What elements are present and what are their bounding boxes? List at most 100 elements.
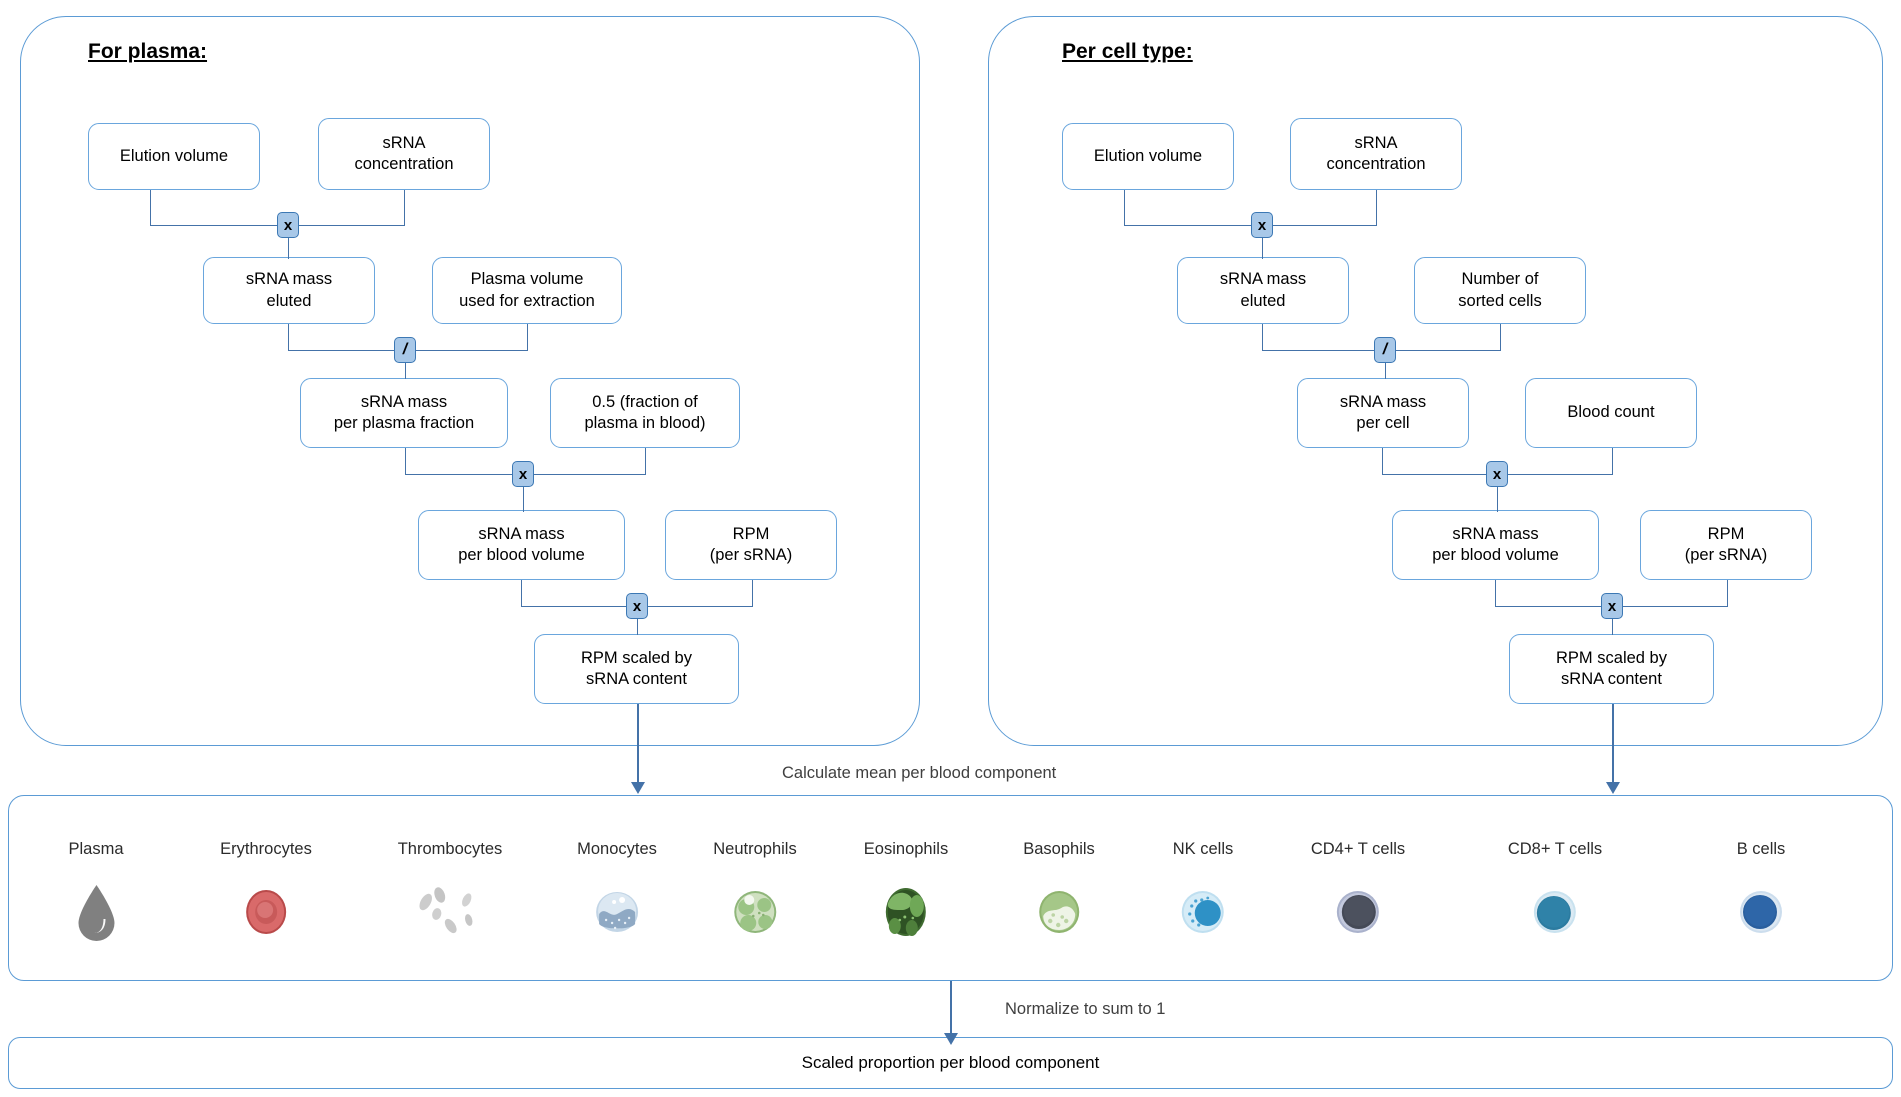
node-celltype-blood-count: Blood count (1525, 378, 1697, 448)
operator-label: x (1492, 465, 1502, 483)
connector (1499, 474, 1613, 476)
connector (523, 486, 525, 512)
component-eosinophils: Eosinophils (864, 840, 948, 943)
connector (1262, 237, 1264, 259)
operator-multiply-6: x (1601, 593, 1623, 619)
connector (1376, 190, 1378, 226)
connector (279, 225, 405, 227)
connector (645, 448, 647, 475)
node-label: sRNA concentration (354, 133, 454, 173)
connector (1495, 606, 1604, 608)
arrow-plasma-to-components (631, 704, 645, 794)
node-label: Elution volume (1093, 146, 1203, 165)
connector (1385, 362, 1387, 379)
node-label: RPM scaled by sRNA content (581, 648, 692, 688)
component-label: B cells (1736, 840, 1786, 858)
operator-divide-2: / (1374, 337, 1396, 363)
operator-label: x (632, 597, 642, 615)
node-celltype-srna-mass-per-cell: sRNA mass per cell (1297, 378, 1469, 448)
node-label: Blood count (1567, 403, 1655, 422)
connector (1612, 448, 1614, 475)
connector (405, 362, 407, 379)
connector (1124, 225, 1266, 227)
component-nk-cells: NK cells (1172, 840, 1234, 943)
node-label: Elution volume (119, 146, 229, 165)
operator-multiply-1: x (277, 212, 299, 238)
node-label: sRNA mass eluted (245, 270, 333, 310)
node-celltype-srna-mass-per-blood-volume: sRNA mass per blood volume (1392, 510, 1599, 580)
component-label: Erythrocytes (220, 840, 312, 858)
connector (637, 618, 639, 635)
node-celltype-rpm: RPM (per sRNA) (1640, 510, 1812, 580)
b-cell-icon (1735, 881, 1787, 943)
node-celltype-srna-concentration: sRNA concentration (1290, 118, 1462, 190)
plasma-panel-title: For plasma: (88, 40, 208, 63)
node-celltype-rpm-scaled: RPM scaled by sRNA content (1509, 634, 1714, 704)
operator-multiply-3: x (626, 593, 648, 619)
edge-label-normalize: Normalize to sum to 1 (1005, 1000, 1166, 1018)
operator-multiply-5: x (1486, 461, 1508, 487)
final-output-label: Scaled proportion per blood component (801, 1053, 1100, 1072)
connector (521, 580, 523, 607)
connector (405, 448, 407, 475)
nk-cell-icon (1173, 881, 1234, 943)
connector (1387, 350, 1501, 352)
operator-label: / (1382, 341, 1388, 358)
connector (1612, 618, 1614, 635)
node-label: RPM (per sRNA) (1684, 524, 1768, 564)
component-label: Monocytes (577, 840, 657, 858)
connector (1382, 474, 1489, 476)
connector (1124, 190, 1126, 226)
operator-multiply-2: x (512, 461, 534, 487)
component-label: NK cells (1172, 840, 1234, 858)
component-cd4-t-cells: CD4+ T cells (1311, 840, 1405, 943)
component-basophils: Basophils (1023, 840, 1095, 943)
component-label: Thrombocytes (397, 840, 503, 858)
connector (150, 190, 152, 226)
connector (525, 474, 646, 476)
component-monocytes: Monocytes (577, 840, 657, 943)
operator-label: x (283, 216, 293, 234)
connector (752, 580, 754, 607)
connector (288, 324, 290, 351)
node-celltype-number-of-sorted-cells: Number of sorted cells (1414, 257, 1586, 324)
node-label: sRNA mass per plasma fraction (333, 392, 475, 432)
eosinophil-icon (864, 881, 948, 943)
connector (404, 190, 406, 226)
node-plasma-srna-mass-per-blood-volume: sRNA mass per blood volume (418, 510, 625, 580)
operator-multiply-4: x (1251, 212, 1273, 238)
connector (150, 225, 290, 227)
arrow-celltype-to-components (1606, 704, 1620, 794)
node-label: sRNA mass per blood volume (458, 524, 585, 564)
node-plasma-rpm: RPM (per sRNA) (665, 510, 837, 580)
node-label: Plasma volume used for extraction (459, 270, 595, 310)
plasma-droplet-icon (68, 881, 123, 943)
monocyte-icon (577, 881, 657, 943)
node-label: sRNA mass per cell (1339, 392, 1427, 432)
connector (527, 324, 529, 351)
connector (1382, 448, 1384, 475)
node-plasma-volume-used: Plasma volume used for extraction (432, 257, 622, 324)
component-label: CD8+ T cells (1507, 840, 1603, 858)
operator-label: x (1257, 216, 1267, 234)
connector (1262, 324, 1264, 351)
thrombocyte-icon (398, 881, 503, 943)
connector (1495, 580, 1497, 607)
component-b-cells: B cells (1735, 840, 1787, 943)
connector (521, 606, 629, 608)
neutrophil-icon (713, 881, 796, 943)
connector (1497, 486, 1499, 512)
connector (1262, 350, 1376, 352)
operator-label: x (518, 465, 528, 483)
operator-divide-1: / (394, 337, 416, 363)
component-thrombocytes: Thrombocytes (397, 840, 503, 943)
operator-label: / (402, 341, 408, 358)
node-celltype-srna-mass-eluted: sRNA mass eluted (1177, 257, 1349, 324)
node-label: RPM scaled by sRNA content (1556, 648, 1667, 688)
basophil-icon (1023, 881, 1095, 943)
node-label: RPM (per sRNA) (709, 524, 793, 564)
connector (640, 606, 753, 608)
connector (1252, 225, 1377, 227)
cd8-t-cell-icon (1508, 881, 1602, 943)
